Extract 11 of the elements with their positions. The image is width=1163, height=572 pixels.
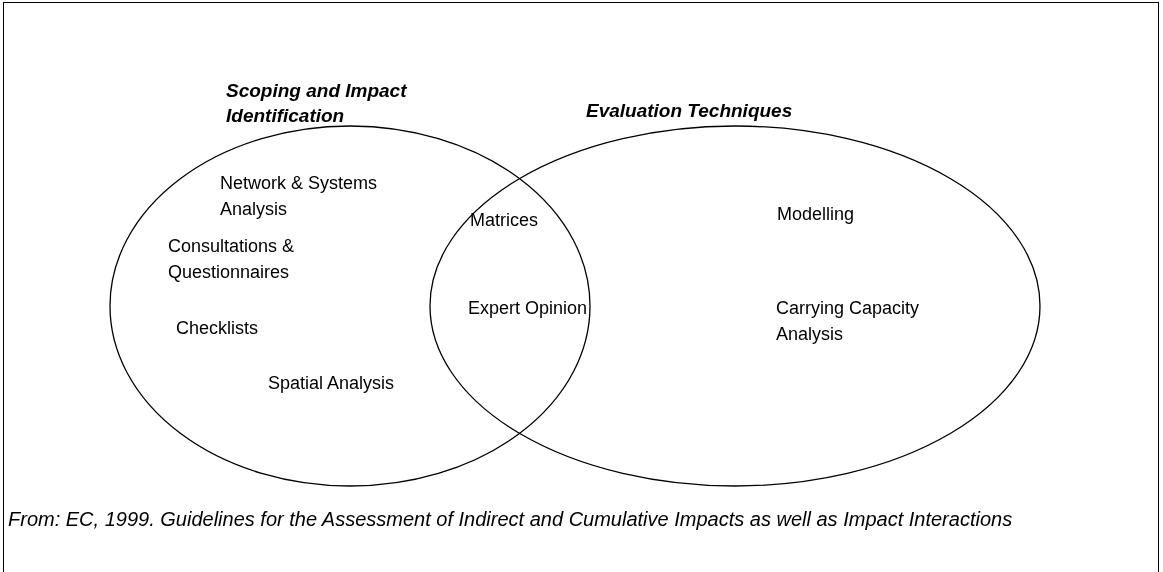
technique-label: Carrying Capacity Analysis	[776, 297, 921, 346]
technique-label: Modelling	[777, 203, 856, 226]
set-heading: Scoping and Impact Identification	[226, 79, 408, 128]
set-heading: Evaluation Techniques	[586, 99, 794, 123]
technique-label: Spatial Analysis	[268, 372, 396, 395]
technique-label: Consultations & Questionnaires	[168, 235, 296, 284]
technique-label: Network & Systems Analysis	[220, 172, 379, 221]
technique-label: Checklists	[176, 317, 260, 340]
technique-label: Expert Opinion	[468, 297, 588, 320]
caption: From: EC, 1999. Guidelines for the Assessment of Indirect and Cumulative Impacts as well as Impact Interactions	[8, 507, 1014, 532]
technique-label: Matrices	[470, 209, 538, 232]
